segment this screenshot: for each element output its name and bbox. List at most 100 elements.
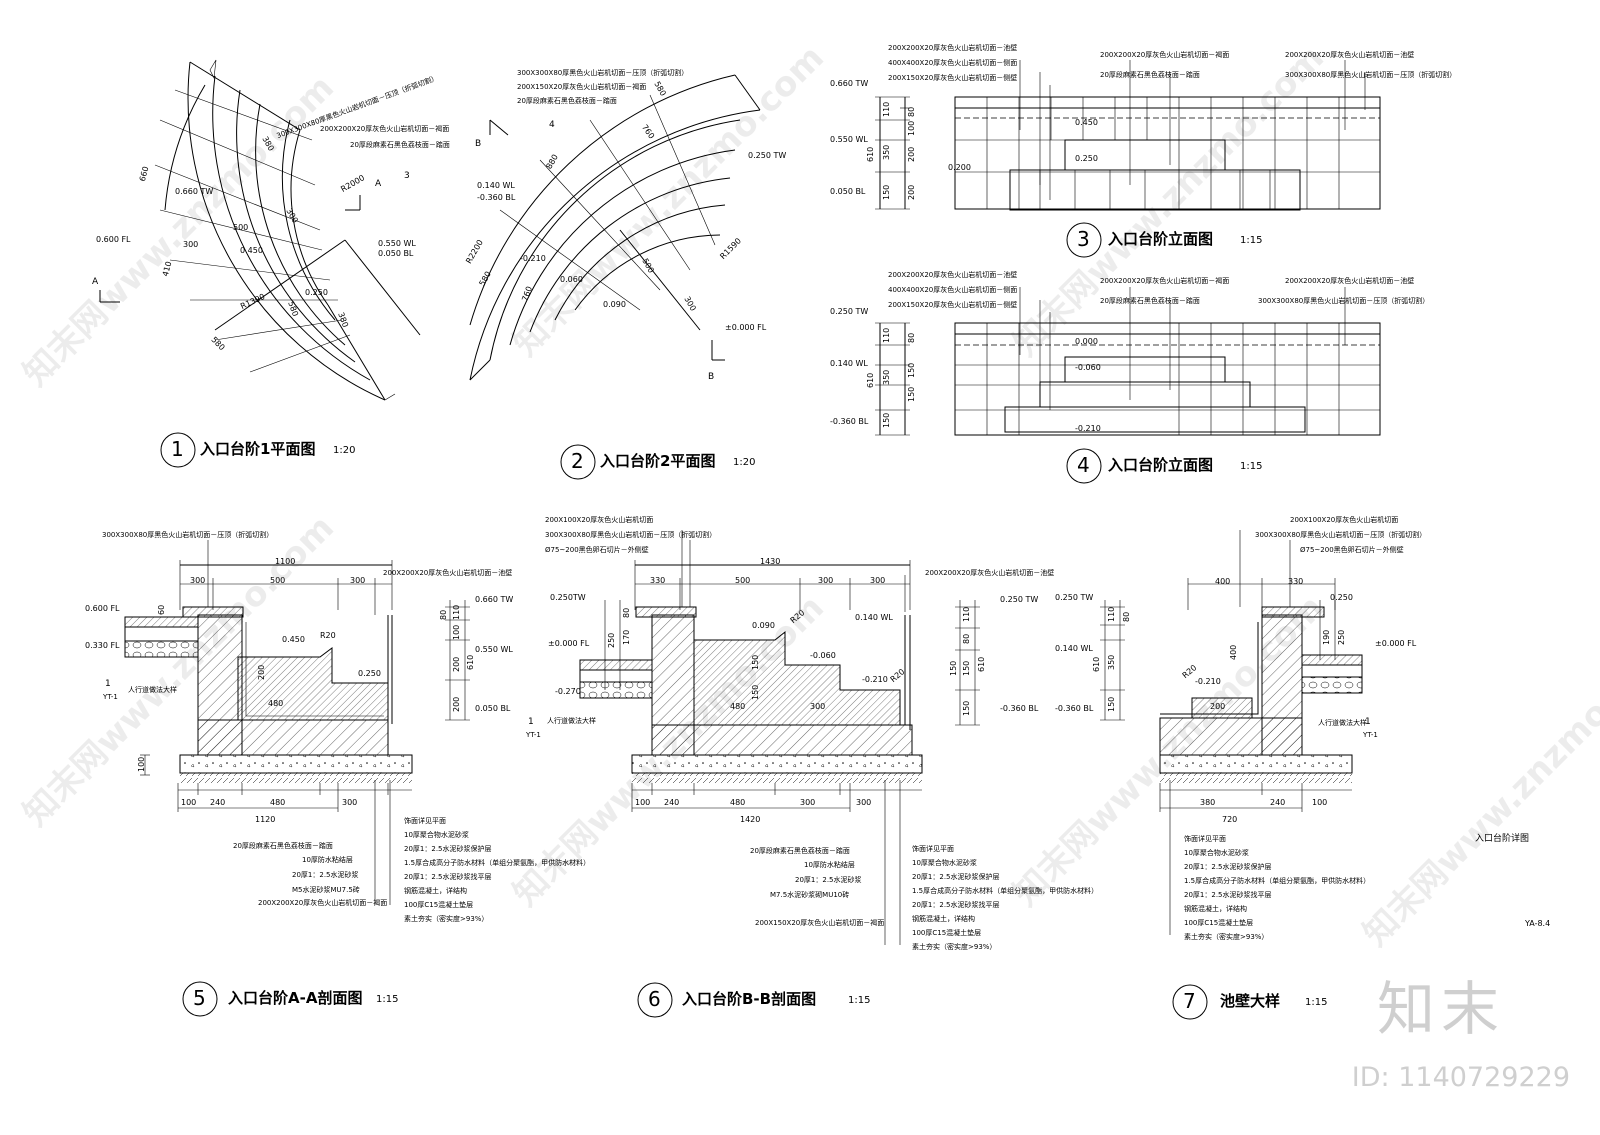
view-5-scale: 1:15: [376, 994, 399, 1005]
sec5-layer-left-5: 200X200X20厚灰色火山岩机切面－褐面: [258, 899, 388, 907]
sec6-layer-right-5: 20厚1：2.5水泥砂浆找平层: [912, 901, 1000, 909]
brand-logo: 知末: [1376, 975, 1505, 1043]
sec7-top-note-1: 200X100X20厚灰色火山岩机切面: [1290, 516, 1399, 524]
sec5-layer-left-1: 20厚段麻素石黑色荔枝面－踏面: [233, 842, 333, 850]
sec6-level-bl: -0.360 BL: [1000, 704, 1039, 713]
view-4-title: 入口台阶立面图: [1108, 456, 1214, 474]
view-title-balloons: [160, 222, 1208, 1020]
sec5-bottom-dim-4: 300: [342, 798, 358, 807]
sec5-right-dim-1: 110: [452, 604, 461, 620]
plan-1-drawing: [99, 59, 421, 401]
view-3-number: 3: [1077, 227, 1090, 251]
sec7-detail-mark: 1: [1365, 717, 1371, 727]
elev4-level-tw: 0.250 TW: [830, 307, 869, 316]
sec6-level-4: -0.210: [862, 675, 888, 684]
elev3-note-6: 200X200X20厚灰色火山岩机切面－池壁: [1285, 51, 1415, 59]
sec6-layer-right-8: 素土夯实（密实度>93%）: [912, 943, 997, 951]
plan2-level-3: 0.090: [603, 300, 626, 309]
sec6-layer-right-4: 1.5厚合成高分子防水材料（单组分聚氨酯，甲供防水材料）: [912, 887, 1099, 895]
elev3-dim-2: 80: [907, 106, 916, 117]
sec7-top-dim-2: 330: [1288, 577, 1304, 586]
sec5-top-dim-3: 300: [350, 576, 366, 585]
sec5-layer-right-8: 素土夯实（密实度>93%）: [404, 915, 489, 923]
sec5-layer-right-7: 100厚C15混凝土垫层: [404, 901, 474, 909]
elev4-level-3: -0.210: [1075, 424, 1101, 433]
sec7-level-tw: 0.250 TW: [1055, 593, 1094, 602]
sec6-level-tw-left: 0.250TW: [550, 593, 586, 602]
sec5-level-2: 0.250: [358, 669, 381, 678]
elev4-note-4: 200X200X20厚灰色火山岩机切面－褐面: [1100, 277, 1230, 285]
elev4-note-5: 20厚段麻素石黑色荔枝面－踏面: [1100, 297, 1200, 305]
elev3-note-7: 300X300X80厚黑色火山岩机切面－压顶（折弧切割）: [1285, 71, 1457, 79]
view-6-scale: 1:15: [848, 995, 871, 1006]
sec5-layer-left-2: 10厚防水粘结层: [302, 856, 353, 864]
sec7-layer-7: 100厚C15混凝土垫层: [1184, 919, 1254, 927]
elev3-note-3: 200X150X20厚灰色火山岩机切面－侧壁: [888, 74, 1018, 82]
view-2-title: 入口台阶2平面图: [600, 452, 716, 470]
sec6-layer-right-1: 饰面详见平面: [912, 845, 954, 853]
elev4-dim-1: 110: [882, 327, 891, 343]
view-3-scale: 1:15: [1240, 235, 1263, 246]
view-6-title: 入口台阶B-B剖面图: [682, 990, 817, 1008]
sec5-layer-right-1: 饰面详见平面: [404, 817, 446, 825]
sheet-number: YA-8.4: [1525, 919, 1551, 928]
sec5-left-dim-1: 60: [157, 604, 166, 615]
sec6-bottom-dim-1: 100: [635, 798, 651, 807]
view-2-number: 2: [571, 449, 584, 473]
elev4-level-2: -0.060: [1075, 363, 1101, 372]
sec7-layer-3: 20厚1：2.5水泥砂浆保护层: [1184, 863, 1272, 871]
plan1-level-450: 0.450: [240, 246, 263, 255]
elev3-note-4: 200X200X20厚灰色火山岩机切面－褐面: [1100, 51, 1230, 59]
plan2-note-1: 300X300X80厚黑色火山岩机切面－压顶（折弧切割）: [517, 69, 689, 77]
sec6-level-fl: ±0.000 FL: [548, 639, 590, 648]
sec5-level-tw: 0.660 TW: [475, 595, 514, 604]
sec7-left-dim-5: 150: [1107, 696, 1116, 712]
sec5-inner-3: 480: [268, 699, 284, 708]
plan2-note-2: 200X150X20厚灰色火山岩机切面－褐面: [517, 83, 647, 91]
sec5-inner-1: R20: [320, 631, 336, 640]
sec7-level-2: -0.210: [1195, 677, 1221, 686]
elev3-level-2: 0.250: [1075, 154, 1098, 163]
elev3-dim-5: 200: [907, 146, 916, 162]
sec5-layer-right-2: 10厚聚合物水泥砂浆: [404, 831, 469, 839]
view-1-title: 入口台阶1平面图: [200, 440, 316, 458]
plan2-level-fl: ±0.000 FL: [725, 323, 767, 332]
sec5-right-dim-4: 200: [452, 656, 461, 672]
sec5-right-dim-6: 200: [452, 696, 461, 712]
section-7-drawing: [1100, 530, 1363, 935]
sec5-layer-right-3: 20厚1：2.5水泥砂浆保护层: [404, 845, 492, 853]
plan-2-drawing: [469, 74, 761, 381]
elev3-dim-3: 100: [907, 120, 916, 136]
sec6-right-note: 200X200X20厚灰色火山岩机切面－池壁: [925, 569, 1055, 577]
sec7-bottom-dim-1: 380: [1200, 798, 1216, 807]
sec7-layer-6: 钢筋混凝土，详结构: [1184, 905, 1247, 913]
plan1-level-fl: 0.600 FL: [96, 235, 131, 244]
plan1-section-mark-left: A: [92, 277, 99, 287]
sec6-right-dim-3: 150: [962, 660, 971, 676]
sec7-right-dim-2: 250: [1337, 629, 1346, 645]
sec6-inner-6: 300: [810, 702, 826, 711]
sec6-bottom-dim-3: 480: [730, 798, 746, 807]
elev3-level-bl: 0.050 BL: [830, 187, 866, 196]
elev3-dim-8: 610: [866, 146, 875, 162]
sec6-layer-left-2: 10厚防水粘结层: [804, 861, 855, 869]
elev3-dim-1: 110: [882, 101, 891, 117]
plan1-note-2: 200X200X20厚灰色火山岩机切面－褐面: [320, 125, 450, 133]
sec5-right-dim-5: 610: [466, 654, 475, 670]
sec5-layer-right-4: 1.5厚合成高分子防水材料（单组分聚氨酯，甲供防水材料）: [404, 859, 591, 867]
sec7-bottom-dim-total: 720: [1222, 815, 1238, 824]
sec6-bottom-dim-4: 300: [800, 798, 816, 807]
plan1-section-mark-right: A: [375, 179, 382, 189]
sec5-detail-sheet: YT-1: [103, 693, 118, 701]
sec7-layer-1: 饰面详见平面: [1184, 835, 1226, 843]
sec6-level-wl: 0.140 WL: [855, 613, 893, 622]
sec5-bottom-dim-3: 480: [270, 798, 286, 807]
view-5-number: 5: [193, 986, 206, 1010]
sec6-inner-3: 150: [751, 654, 760, 670]
plan1-dim-4: 500: [233, 223, 249, 232]
sec6-level-1: -0.270: [555, 687, 581, 696]
sec5-left-dim-2: 100: [137, 756, 146, 772]
section-6-drawing: [579, 530, 980, 945]
elev3-note-1: 200X200X20厚灰色火山岩机切面－池壁: [888, 44, 1018, 52]
